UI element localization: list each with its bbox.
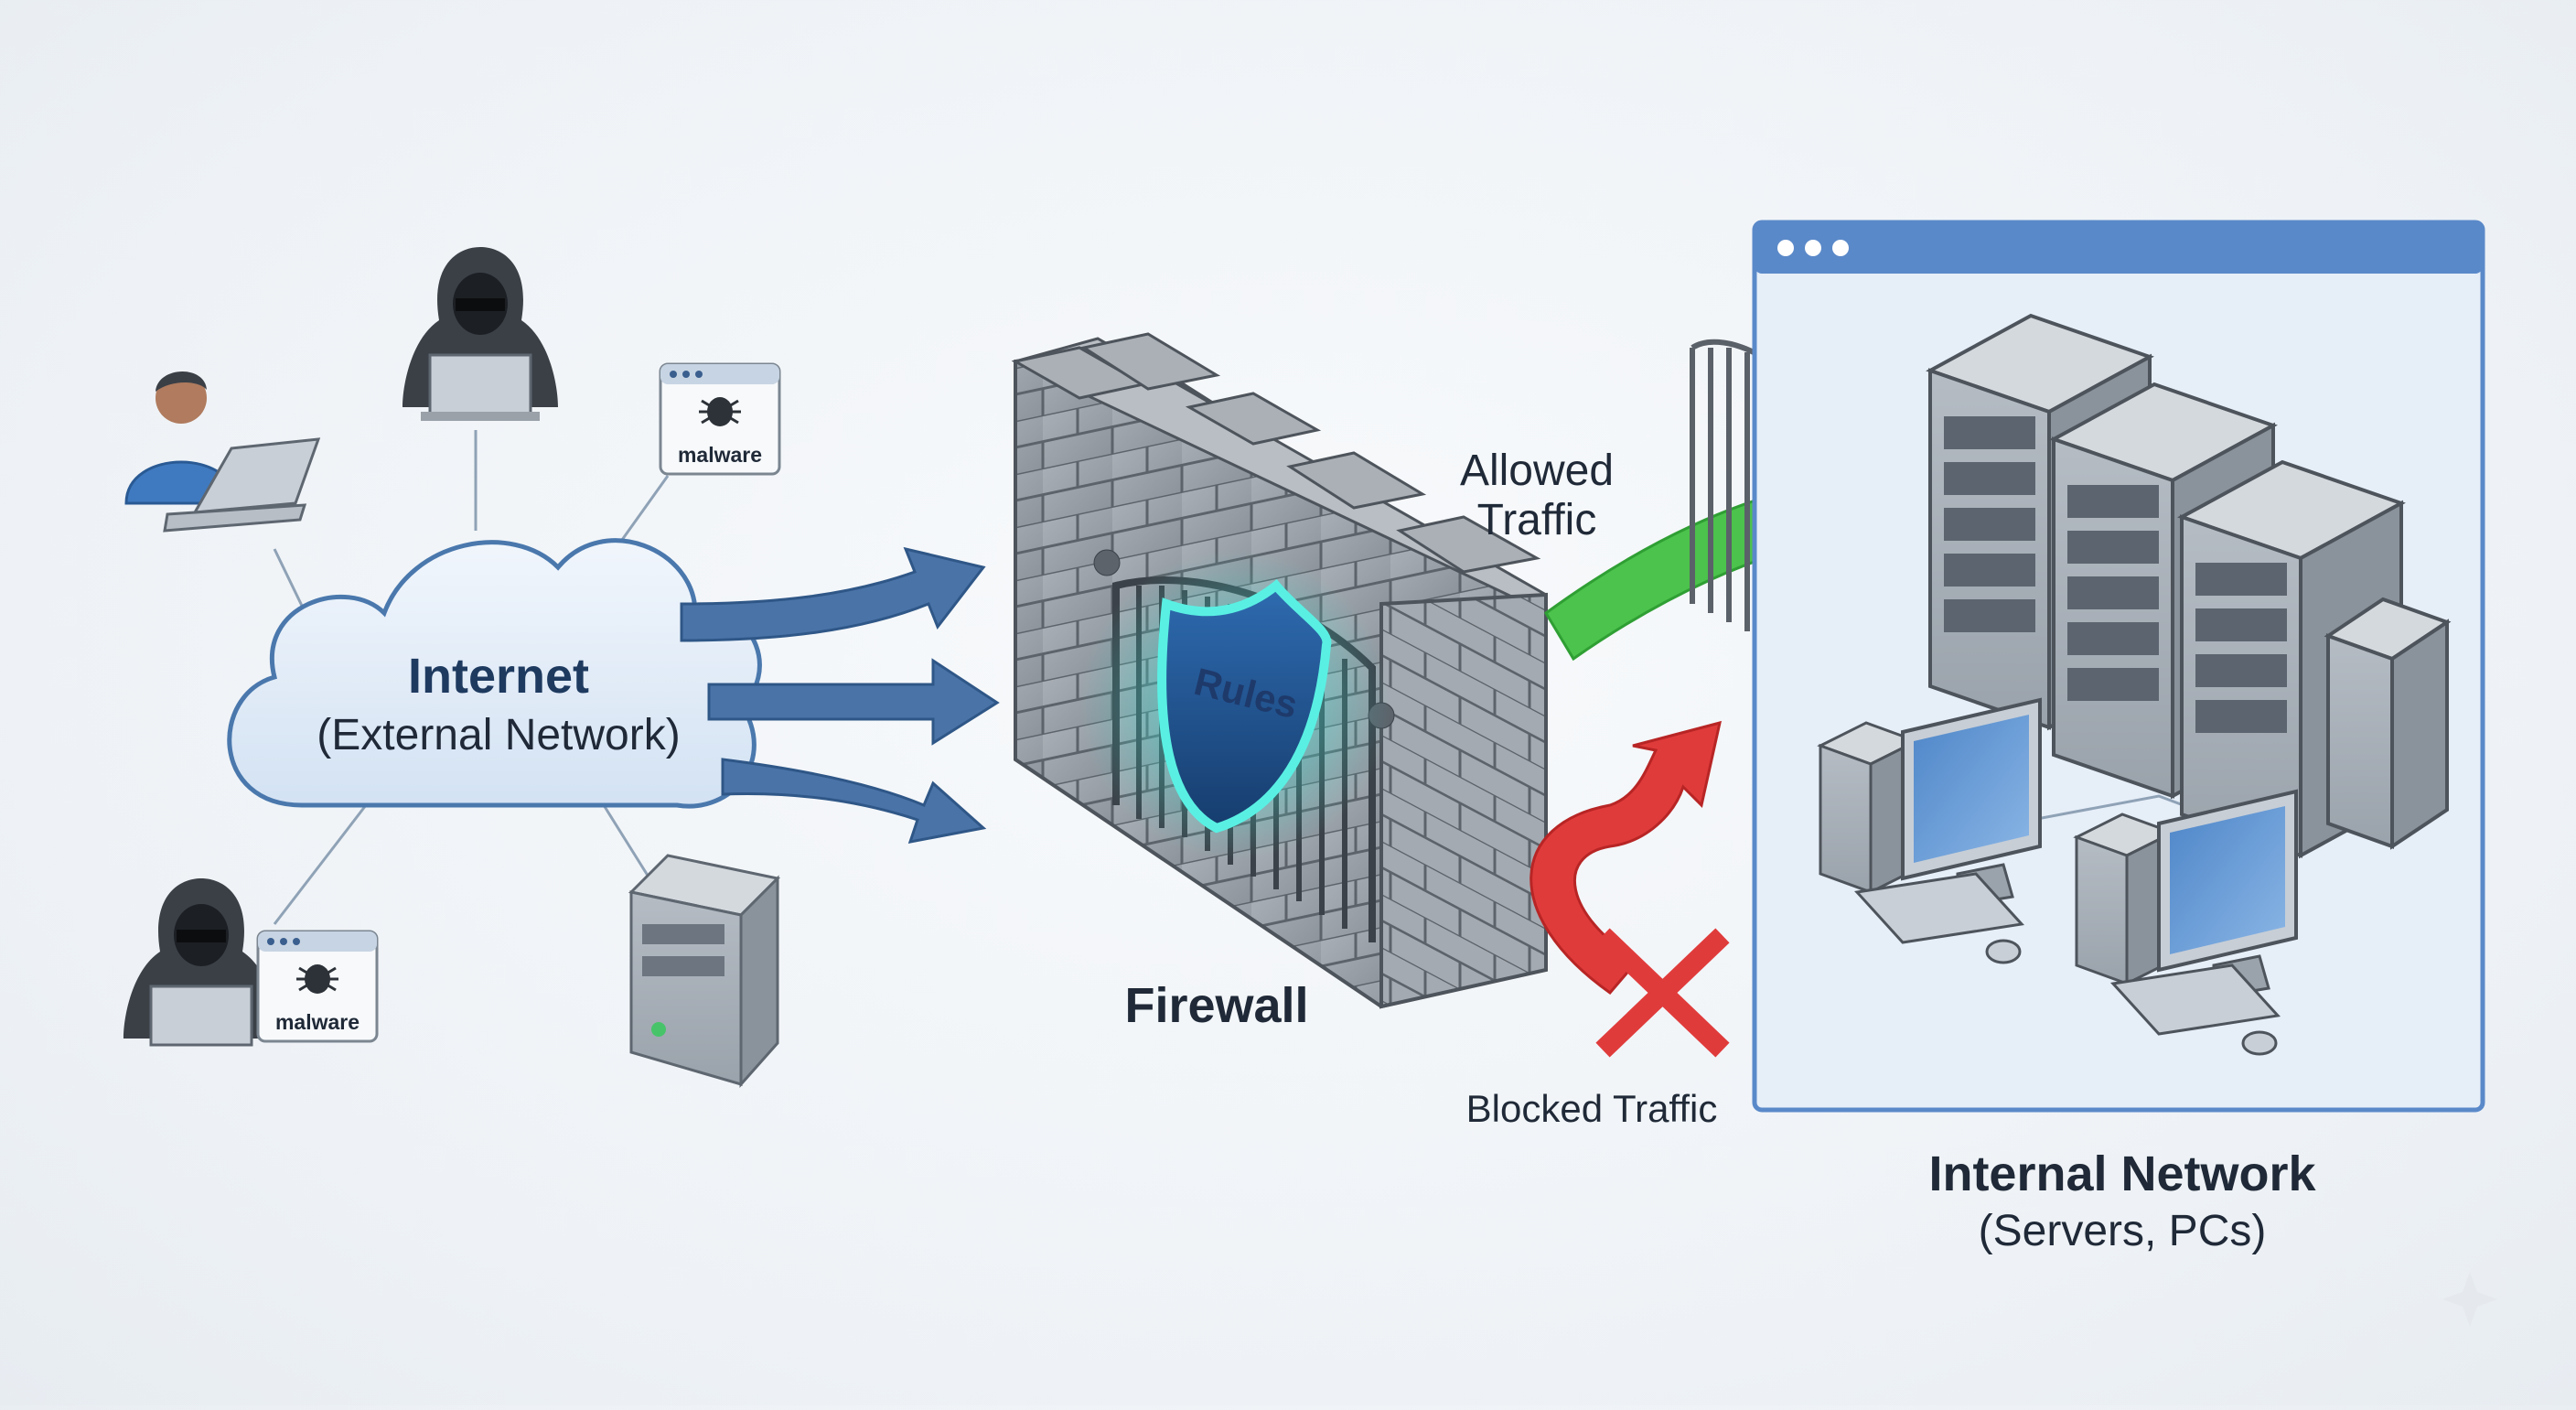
desktop-pc-icon-1 <box>1817 697 2042 964</box>
allowed-line-1: Allowed <box>1459 447 1615 495</box>
server-tower-icon-small <box>2324 597 2452 850</box>
allowed-traffic-label: Allowed Traffic <box>1381 447 1692 545</box>
cloud-connectors <box>273 430 670 925</box>
internet-title: Internet <box>407 649 590 704</box>
firewall-title: Firewall <box>1124 978 1309 1033</box>
malware-label-bottom: malware <box>274 1010 360 1034</box>
flow-arrow-top <box>680 546 986 642</box>
hacker-icon-bottom <box>123 878 279 1047</box>
allowed-line-2: Traffic <box>1476 496 1597 544</box>
server-tower-icon <box>628 854 781 1088</box>
blocked-traffic-label: Blocked Traffic <box>1465 1087 1718 1130</box>
flow-arrow-bottom <box>721 758 987 844</box>
hacker-icon <box>402 247 558 421</box>
flow-arrow-middle <box>707 658 1000 746</box>
malware-window-icon <box>659 362 781 476</box>
internet-subtitle: (External Network) <box>317 711 681 759</box>
blocked-x-icon <box>1595 928 1730 1058</box>
flow-arrows <box>680 546 1000 844</box>
internal-network-subtitle: (Servers, PCs) <box>1978 1207 2267 1255</box>
internal-network-title: Internal Network <box>1928 1146 2316 1201</box>
blocked-arrow <box>1530 720 1722 996</box>
user-laptop-icon <box>124 371 321 533</box>
malware-window-icon-bottom <box>256 930 379 1043</box>
desktop-pc-icon-2 <box>2073 789 2298 1056</box>
sparkle-icon <box>2442 1272 2497 1327</box>
shield-icon <box>1157 579 1332 834</box>
malware-label-top: malware <box>677 443 763 467</box>
